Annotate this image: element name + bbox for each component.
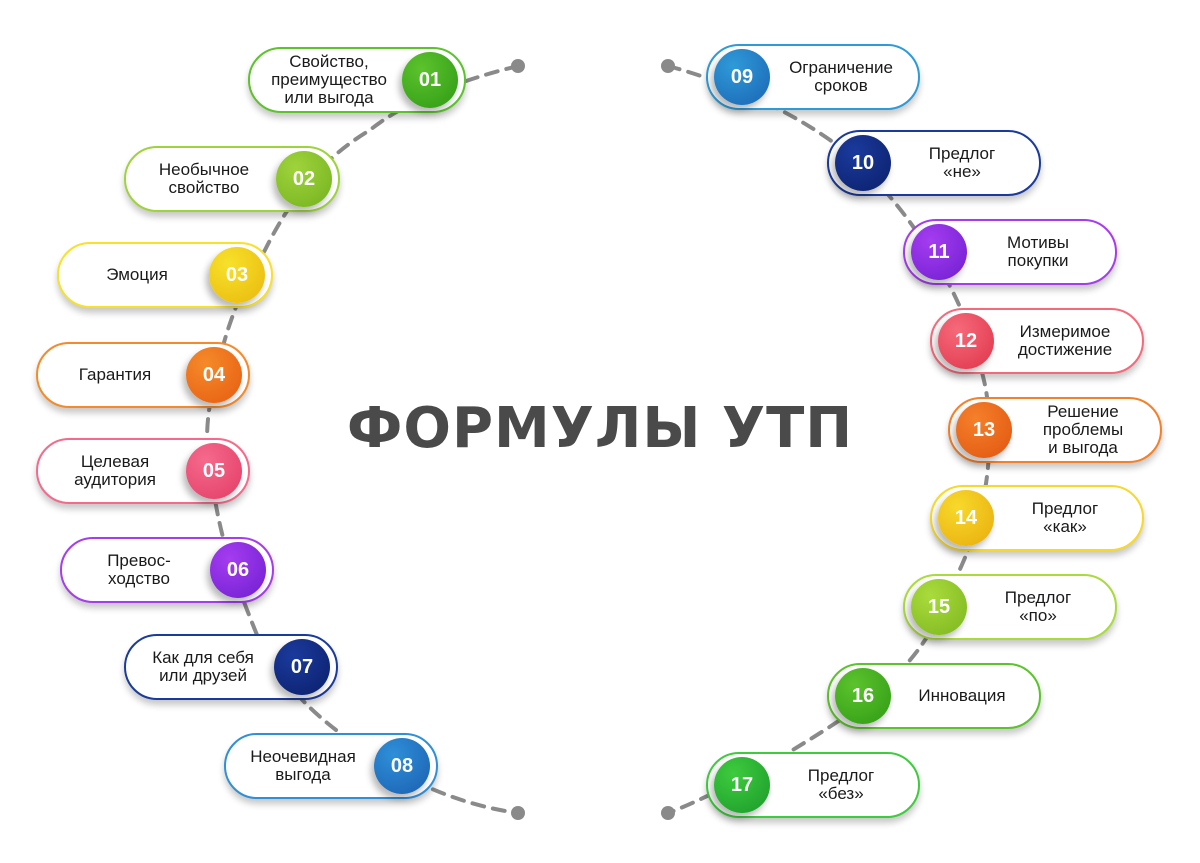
formula-label: Как для себя или друзей [152, 648, 254, 685]
formula-label: Необычное свойство [158, 160, 250, 197]
formula-item-11: Мотивы покупки 11 [903, 219, 1117, 285]
number-badge: 08 [374, 738, 430, 794]
connector-endpoint-top-right [661, 59, 675, 73]
number-badge: 04 [186, 347, 242, 403]
formula-label: Неочевидная выгода [250, 747, 356, 784]
formula-item-15: Предлог «по» 15 [903, 574, 1117, 640]
formula-item-03: Эмоция 03 [57, 242, 273, 308]
number-badge: 13 [956, 402, 1012, 458]
formula-label: Целевая аудитория [74, 452, 156, 489]
formula-label: Предлог «по» [1004, 588, 1072, 625]
formula-label: Мотивы покупки [1007, 233, 1069, 270]
formula-item-12: Измеримое достижение 12 [930, 308, 1144, 374]
formula-item-08: Неочевидная выгода 08 [224, 733, 438, 799]
formula-item-05: Целевая аудитория 05 [36, 438, 250, 504]
number-badge: 01 [402, 52, 458, 108]
formula-label: Измеримое достижение [1017, 322, 1113, 359]
number-badge: 05 [186, 443, 242, 499]
diagram-title: ФОРМУЛЫ УТП [346, 395, 854, 461]
formula-item-09: Ограничение сроков 09 [706, 44, 920, 110]
formula-label: Превос- ходство [107, 551, 171, 588]
formula-item-14: Предлог «как» 14 [930, 485, 1144, 551]
formula-label: Эмоция [106, 265, 168, 284]
formula-item-01: Свойство, преимущество или выгода 01 [248, 47, 466, 113]
number-badge: 10 [835, 135, 891, 191]
formula-item-13: Решение проблемы и выгода 13 [948, 397, 1162, 463]
formula-label: Ограничение сроков [789, 58, 893, 95]
number-badge: 06 [210, 542, 266, 598]
formula-label: Предлог «как» [1031, 499, 1099, 536]
number-badge: 12 [938, 313, 994, 369]
formula-label: Предлог «не» [928, 144, 996, 181]
number-badge: 02 [276, 151, 332, 207]
formula-item-02: Необычное свойство 02 [124, 146, 340, 212]
connector-endpoint-top-left [511, 59, 525, 73]
number-badge: 17 [714, 757, 770, 813]
connector-endpoint-bottom-left [511, 806, 525, 820]
number-badge: 07 [274, 639, 330, 695]
formula-item-04: Гарантия 04 [36, 342, 250, 408]
formula-label: Решение проблемы и выгода [1042, 402, 1124, 457]
connector-endpoint-bottom-right [661, 806, 675, 820]
number-badge: 14 [938, 490, 994, 546]
formula-item-17: Предлог «без» 17 [706, 752, 920, 818]
formula-label: Инновация [918, 686, 1006, 705]
formula-label: Гарантия [78, 365, 152, 384]
number-badge: 03 [209, 247, 265, 303]
formula-item-07: Как для себя или друзей 07 [124, 634, 338, 700]
formula-label: Свойство, преимущество или выгода [271, 52, 387, 107]
number-badge: 16 [835, 668, 891, 724]
formula-item-16: Инновация 16 [827, 663, 1041, 729]
formula-label: Предлог «без» [807, 766, 875, 803]
formula-item-06: Превос- ходство 06 [60, 537, 274, 603]
formula-item-10: Предлог «не» 10 [827, 130, 1041, 196]
number-badge: 09 [714, 49, 770, 105]
number-badge: 15 [911, 579, 967, 635]
number-badge: 11 [911, 224, 967, 280]
